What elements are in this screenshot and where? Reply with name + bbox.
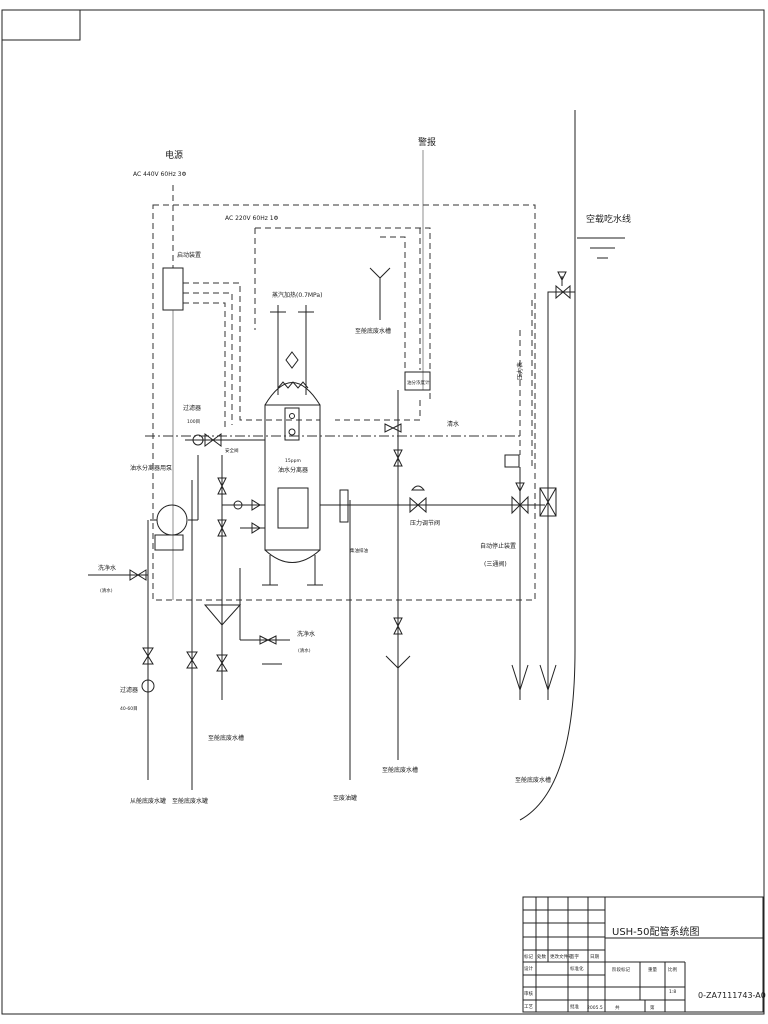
starter-label: 启动装置 (177, 251, 201, 259)
drain-left-valve (186, 651, 198, 669)
process-label: 工艺 (524, 1004, 533, 1010)
flush-bottom-valve (259, 635, 277, 645)
power-title: 电源 (165, 149, 183, 161)
bilge-left-label: 至舱底废水罐 (172, 797, 208, 805)
scale-value: 1:8 (669, 989, 676, 995)
auto-stop-device (504, 300, 557, 700)
flush-bottom-label: 洗净水 (297, 630, 315, 638)
sign-label: 签字 (570, 953, 579, 960)
pressure-reg-label: 压力调节阀 (410, 519, 440, 527)
auto-stop-sub: (三通阀) (484, 560, 507, 568)
flush-left-label: 洗净水 (98, 564, 116, 572)
pressure-gauge-label: 压力表 (516, 362, 524, 380)
date-label: 日期 (590, 954, 599, 960)
clean-water-valve (384, 423, 402, 433)
filter-top-mesh: 100目 (187, 419, 200, 425)
overboard-pipe (547, 291, 575, 300)
control-supply: AC 220V 60Hz 1Φ (225, 215, 279, 222)
change-doc-label: 更改文件号 (550, 953, 573, 960)
mark-label: 标记 (524, 953, 533, 960)
sheet-label: 共 (615, 1004, 620, 1011)
clean-water-label: 清水 (447, 420, 459, 428)
overboard-actuator (557, 271, 567, 286)
pressure-reg-actuator (410, 485, 426, 491)
steam-inlets (270, 305, 314, 395)
weight-label: 重量 (648, 966, 657, 973)
bilge-mid-label: 至舱底废水槽 (382, 766, 418, 774)
approve-label: 批准 (570, 1003, 579, 1010)
bilge-top-label: 至舱底废水槽 (355, 327, 391, 335)
suction-valve (142, 647, 154, 665)
funnel-left (203, 604, 242, 626)
electrical-wiring (152, 185, 536, 601)
funnel-top (369, 267, 391, 320)
hull-waterline: 空载吃水线 (519, 110, 631, 821)
flush-left-valve (129, 569, 147, 581)
oil-discharge-label: 集油排油 (350, 547, 368, 554)
standard-label: 标准化 (570, 965, 584, 972)
main-supply: AC 440V 60Hz 3Φ (133, 171, 187, 178)
from-bilge-label: 从舱底废水罐 (130, 797, 166, 805)
flush-left-sub: (清水) (100, 587, 113, 594)
outlet-flange (339, 489, 349, 523)
auto-stop-label: 自动停止装置 (480, 542, 516, 550)
safety-valve-stack (217, 455, 265, 545)
filter-bottom-symbol (141, 679, 155, 693)
ratio-label: 比例 (668, 966, 677, 973)
safety-valve-label: 安全阀 (225, 447, 239, 454)
oil-detector-label: 油分浓度计 (407, 379, 430, 386)
title-block (522, 896, 764, 1013)
ppm-label: 15ppm (285, 458, 301, 464)
sheet-border (1, 9, 765, 1015)
steam-heat-label: 蒸汽加热(0.7MPa) (272, 291, 322, 299)
stage-mark-label: 阶段标记 (612, 966, 630, 973)
pump (150, 455, 199, 551)
alarm-label: 警报 (418, 136, 436, 148)
corner-box (1, 9, 81, 41)
detector-valve (393, 449, 403, 467)
filter-bottom-label: 过滤器 (120, 686, 138, 694)
drawing-title: USH-50配管系统图 (612, 925, 700, 938)
waterline-label: 空载吃水线 (586, 213, 631, 225)
drain-valve (393, 617, 403, 635)
starter-box (162, 267, 184, 311)
check-label: 审核 (524, 990, 533, 997)
separator-label: 油水分离器 (278, 466, 308, 474)
date-value: 2005.5 (587, 1005, 603, 1011)
filter-bottom-mesh: 40-60目 (120, 706, 138, 712)
drain-stack-valve (216, 654, 228, 672)
bilge-right-label: 至舱底废水槽 (515, 776, 551, 784)
oil-detector-box (404, 371, 431, 391)
count-label: 处数 (537, 953, 546, 960)
waste-oil-label: 至废油罐 (333, 794, 357, 802)
separator-vessel (262, 351, 323, 586)
flush-bottom-sub: (清水) (298, 647, 311, 654)
overboard-valve (555, 284, 571, 300)
funnel-mid (385, 655, 411, 669)
pump-label: 油水分离器用泵 (130, 464, 172, 472)
filter-top-label: 过滤器 (183, 404, 201, 412)
pressure-reg-valve (409, 496, 427, 514)
page-label: 第 (650, 1004, 655, 1011)
bilge-bottom-label: 至舱底废水槽 (208, 734, 244, 742)
drawing-number: 0-ZA7111743-A0 (698, 991, 766, 1000)
design-label: 设计 (524, 965, 533, 972)
